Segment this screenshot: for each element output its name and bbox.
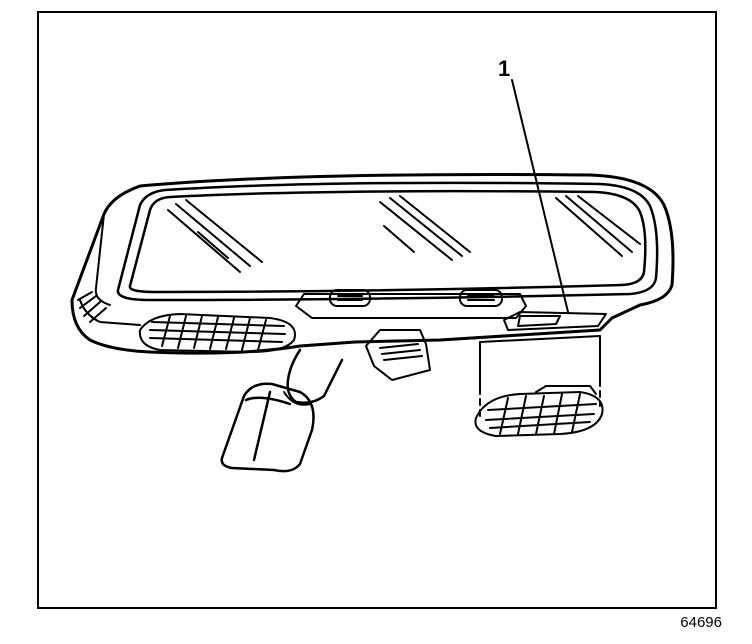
mirror-button-left [329, 289, 371, 307]
mirror-bezel [116, 181, 659, 302]
callout-leader-line [511, 79, 569, 313]
left-map-light-grille [138, 313, 296, 353]
mirror-glass [128, 189, 647, 294]
center-switch [365, 329, 431, 381]
mounting-arm [286, 348, 344, 404]
figure-id: 64696 [680, 614, 722, 631]
mirror-housing [70, 172, 675, 355]
glass-reflection-marks [167, 195, 641, 273]
housing-shading [77, 291, 107, 323]
lamp-opening [503, 311, 607, 331]
mirror-button-right [459, 289, 503, 307]
callout-label-1: 1 [498, 56, 510, 81]
mounting-arm-joint [283, 391, 311, 406]
windshield-mount [220, 382, 315, 473]
lamp-lens-removed [474, 335, 604, 437]
illustration-frame [37, 11, 717, 609]
housing-side-face [79, 213, 141, 326]
lower-trim-strip [295, 293, 527, 319]
